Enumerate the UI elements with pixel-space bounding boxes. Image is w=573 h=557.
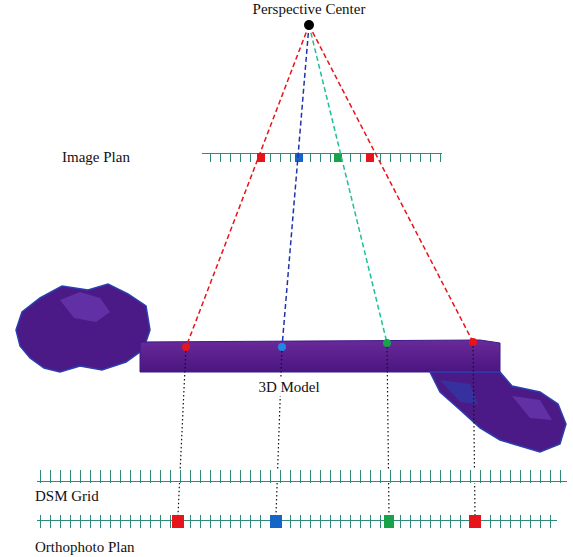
ortho-pixel-blue bbox=[270, 515, 282, 528]
projection-rays bbox=[186, 25, 473, 347]
ortho-pixel-red bbox=[172, 515, 184, 528]
title-label: Perspective Center bbox=[253, 0, 366, 18]
image-plane-grid bbox=[202, 153, 442, 162]
orthogonal-projections bbox=[178, 342, 475, 515]
surface-point bbox=[383, 339, 391, 347]
ortho-pixel-green bbox=[384, 515, 394, 528]
plane-label: Orthophoto Plan bbox=[35, 538, 135, 556]
ortho-pixel-red bbox=[469, 515, 481, 528]
surface-point bbox=[278, 343, 286, 351]
terrain-model bbox=[16, 284, 566, 452]
perspective-center-dot bbox=[304, 20, 314, 30]
orthophoto-grid bbox=[37, 515, 557, 528]
dsm-grid bbox=[37, 470, 567, 483]
surface-point bbox=[182, 343, 190, 351]
model-label: 3D Model bbox=[255, 378, 322, 396]
surface-point bbox=[469, 338, 477, 346]
grid-label: DSM Grid bbox=[35, 487, 99, 505]
pixel-red bbox=[366, 153, 374, 162]
plane-label: Image Plan bbox=[62, 148, 130, 166]
pixel-red bbox=[257, 153, 265, 162]
pixel-blue bbox=[295, 153, 303, 162]
